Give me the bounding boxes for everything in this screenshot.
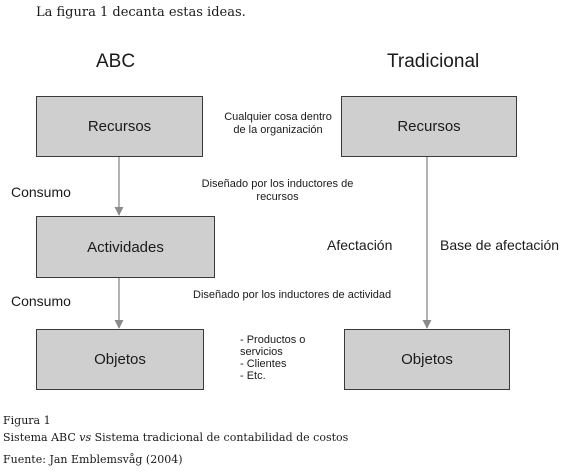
consumption-label-1: Consumo bbox=[11, 184, 71, 200]
anything-note-line-1: Cualquier cosa dentro bbox=[224, 111, 332, 123]
anything-in-organization-note: Cualquier cosa dentro de la organización bbox=[215, 111, 341, 137]
allocation-base-label: Base de afectación bbox=[440, 237, 560, 253]
traditional-objects-label: Objetos bbox=[401, 351, 453, 368]
list-item: - Etc. bbox=[240, 370, 266, 382]
traditional-resources-box: Recursos bbox=[341, 96, 517, 157]
figure-title: Sistema ABC vs Sistema tradicional de co… bbox=[3, 430, 348, 445]
abc-objects-box: Objetos bbox=[36, 329, 204, 390]
traditional-objects-box: Objetos bbox=[344, 329, 510, 390]
designed-resources-line-1: Diseñado por los inductores de bbox=[201, 178, 354, 190]
intro-text: La figura 1 decanta estas ideas. bbox=[36, 5, 246, 20]
abc-resources-label: Recursos bbox=[87, 118, 152, 135]
abc-activities-label: Actividades bbox=[87, 238, 164, 256]
list-item: servicios bbox=[240, 346, 283, 358]
allocation-label: Afectación bbox=[327, 237, 393, 253]
objects-list: - Productos o servicios - Clientes - Etc… bbox=[240, 334, 305, 382]
abc-activities-box: Actividades bbox=[36, 216, 215, 278]
figure-title-prefix: Sistema ABC bbox=[3, 431, 76, 444]
abc-heading: ABC bbox=[96, 51, 136, 72]
list-item: - Productos o bbox=[240, 334, 306, 346]
figure-title-suffix: Sistema tradicional de contabilidad de c… bbox=[94, 431, 349, 444]
figure-source: Fuente: Jan Emblemsvåg (2004) bbox=[3, 453, 183, 466]
figure-title-vs: vs bbox=[79, 431, 92, 444]
figure-number: Figura 1 bbox=[3, 414, 51, 427]
traditional-heading: Tradicional bbox=[387, 51, 480, 72]
anything-note-line-2: de la organización bbox=[233, 124, 323, 136]
consumption-label-2: Consumo bbox=[11, 293, 71, 309]
designed-by-activity-drivers-note: Diseñado por los inductores de actividad bbox=[193, 289, 392, 301]
designed-by-resource-drivers-note: Diseñado por los inductores de recursos bbox=[190, 178, 365, 204]
designed-resources-line-2: recursos bbox=[256, 191, 299, 203]
abc-resources-box: Recursos bbox=[36, 96, 203, 157]
abc-objects-label: Objetos bbox=[94, 351, 146, 368]
traditional-resources-label: Recursos bbox=[397, 118, 461, 135]
list-item: - Clientes bbox=[240, 358, 287, 370]
